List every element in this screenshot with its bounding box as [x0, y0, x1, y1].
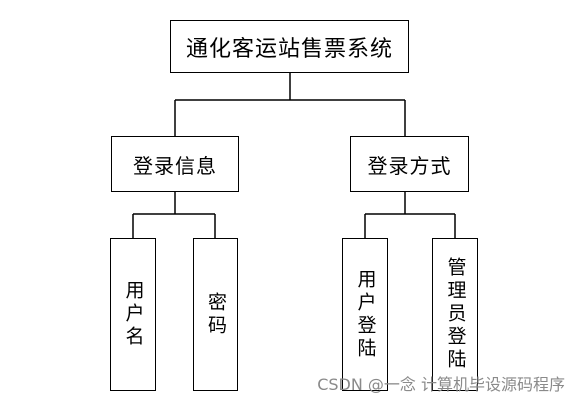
root-node: 通化客运站售票系统 [170, 20, 409, 73]
root-node-label: 通化客运站售票系统 [185, 36, 393, 62]
csdn-watermark: CSDN @一念 计算机毕设源码程序 [317, 375, 565, 394]
admin-login-node: 管理员登陆 [432, 238, 478, 391]
password-node: 密码 [193, 238, 238, 391]
password-label: 密码 [205, 291, 227, 338]
login-info-label: 登录信息 [133, 153, 217, 178]
admin-login-label: 管理员登陆 [444, 257, 467, 372]
login-info-node: 登录信息 [111, 136, 239, 192]
user-login-label: 用户登陆 [354, 268, 377, 361]
username-node: 用户名 [110, 238, 156, 391]
login-method-label: 登录方式 [367, 153, 452, 178]
username-label: 用户名 [122, 280, 145, 349]
user-login-node: 用户登陆 [342, 238, 388, 391]
login-method-node: 登录方式 [350, 136, 469, 192]
